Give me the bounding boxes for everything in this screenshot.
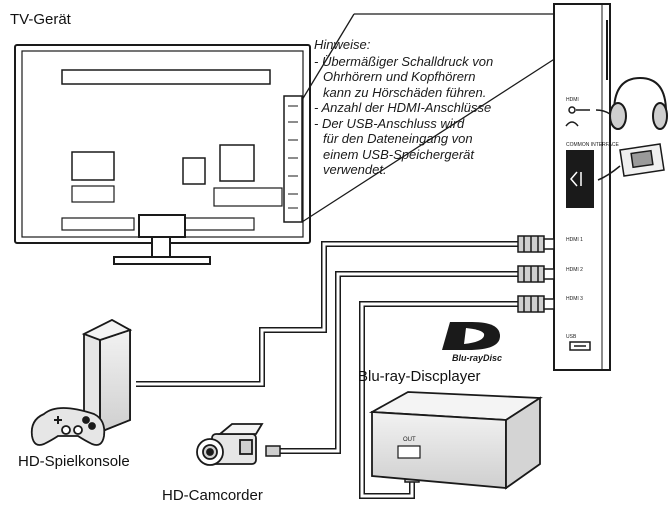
camcorder-label: HD-Camcorder (162, 487, 263, 504)
headphones-icon (595, 76, 668, 130)
panel-label-hdmi3: HDMI 3 (566, 296, 583, 302)
player-port-label: OUT (403, 437, 416, 443)
note-3-line-2: für den Dateneingang von (323, 131, 473, 146)
callout-lines (301, 13, 557, 223)
note-1-line-1: - Übermäßiger Schalldruck von (314, 53, 494, 69)
note-2-line-1: - Anzahl der HDMI-Anschlüsse (314, 100, 492, 115)
panel-label-usb: USB (566, 334, 577, 340)
bluray-player-label: Blu-ray-Discplayer (358, 368, 481, 385)
ci-card-icon (597, 143, 665, 181)
notes-block: Hinweise: - Übermäßiger Schalldruck von … (314, 37, 493, 178)
tv-back-illustration (14, 44, 311, 265)
hdmi-cables (136, 241, 520, 499)
game-console-label: HD-Spielkonsole (18, 453, 130, 470)
bluray-logo-text: Blu-rayDisc (452, 353, 502, 363)
note-3-line-3: einem USB-Speichergerät (323, 146, 475, 162)
panel-label-headphone: HDMI (566, 97, 579, 103)
note-1-line-3: kann zu Hörschäden führen. (323, 84, 487, 100)
usb-port-icon (569, 341, 591, 351)
note-1-line-2: Ohrhörern und Kopfhörern (323, 69, 476, 84)
game-console-illustration (81, 318, 133, 434)
panel-label-hdmi2: HDMI 2 (566, 267, 583, 273)
note-3-line-1: - Der USB-Anschluss wird (314, 115, 465, 131)
tv-label: TV-Gerät (10, 11, 71, 28)
camcorder-icon (196, 423, 264, 466)
note-3-line-4: verwendet. (323, 162, 387, 177)
ci-slot-icon (566, 150, 594, 208)
panel-label-ci: COMMON INTERFACE (566, 142, 619, 148)
panel-label-hdmi1: HDMI 1 (566, 237, 583, 243)
gamepad-icon (30, 407, 106, 446)
bluray-player-illustration: OUT (368, 391, 543, 490)
side-panel: HDMI COMMON INTERFACE HDMI 1 HDMI 2 HDMI… (553, 3, 619, 371)
headphone-jack-icon (565, 106, 590, 127)
bluray-logo-icon: Blu-rayDisc (442, 322, 502, 363)
notes-title: Hinweise: (314, 37, 371, 52)
